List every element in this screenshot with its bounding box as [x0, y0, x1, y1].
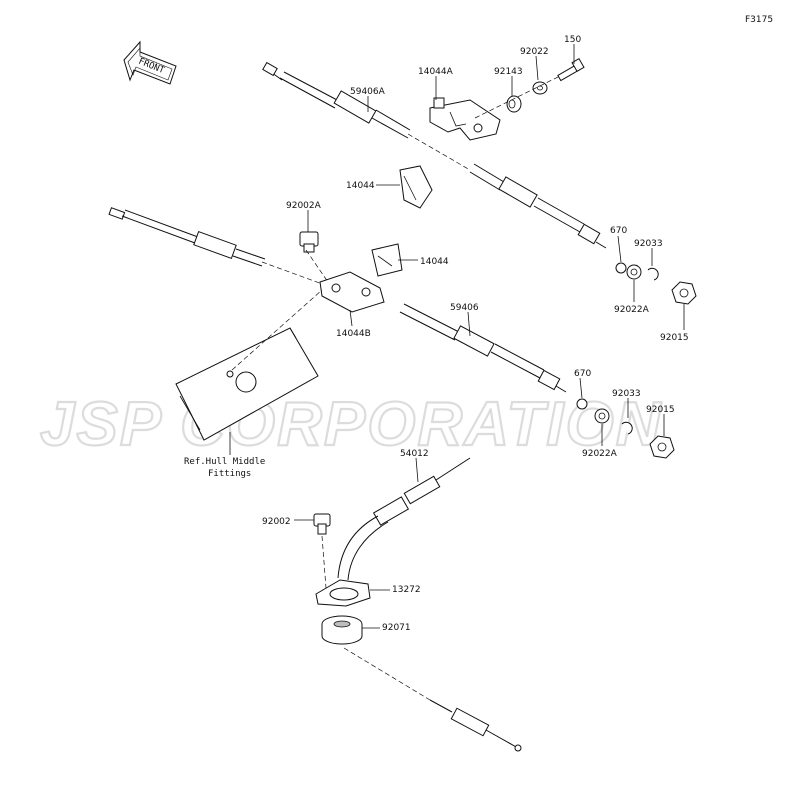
label-59406A: 59406A [350, 87, 386, 97]
label-14044-mid: 14044 [420, 257, 449, 267]
clamp-14044-top [399, 165, 433, 209]
front-arrow-icon: FRONT [123, 40, 177, 85]
bolt-92002A [299, 231, 319, 253]
washer-92022A-b [594, 408, 610, 424]
washer-92022 [532, 81, 548, 95]
label-92143: 92143 [494, 67, 523, 77]
hull-panel [175, 289, 323, 455]
bolt-150 [557, 57, 585, 82]
diagram-code: F3175 [745, 15, 773, 25]
label-92022A-b: 92022A [582, 449, 618, 459]
spacer-92143 [506, 95, 522, 113]
label-13272: 13272 [392, 585, 421, 595]
label-92015-b: 92015 [646, 405, 675, 415]
ref-note-line2: Fittings [208, 469, 251, 479]
clamp-14044-mid [371, 243, 403, 277]
bolt-92002 [313, 513, 331, 535]
label-54012: 54012 [400, 449, 429, 459]
cable-end-lower [429, 699, 522, 752]
ref-note-line1: Ref.Hull Middle [184, 457, 265, 467]
clip-92033-b [621, 421, 633, 435]
label-92015-a: 92015 [660, 333, 689, 343]
label-92071: 92071 [382, 623, 411, 633]
label-92002: 92002 [262, 517, 291, 527]
label-59406: 59406 [450, 303, 479, 313]
washer-92022A-a [626, 264, 642, 280]
label-150: 150 [564, 35, 581, 45]
ring-670-b [576, 398, 588, 410]
label-92002A: 92002A [286, 201, 322, 211]
cable-54012 [337, 457, 471, 581]
bracket-14044A [429, 97, 501, 141]
nut-92015-b [649, 435, 675, 459]
label-92033-b: 92033 [612, 389, 641, 399]
label-14044A: 14044A [418, 67, 454, 77]
label-670-a: 670 [610, 226, 627, 236]
label-670-b: 670 [574, 369, 591, 379]
watermark-text: JSP CORPORATION [40, 390, 663, 459]
clip-92033-a [647, 267, 659, 281]
label-14044B: 14044B [336, 329, 371, 339]
cable-59406 [108, 207, 567, 393]
cable-59406A [262, 61, 607, 249]
ring-670-a [615, 262, 627, 274]
grommet-92071 [321, 615, 363, 645]
labels: 150 92022 92143 14044A 59406A 14044 9200… [184, 35, 689, 633]
nut-92015-a [671, 281, 697, 305]
label-14044-top: 14044 [346, 181, 375, 191]
bracket-14044B [319, 271, 385, 313]
plate-13272 [315, 579, 371, 607]
label-92022A-a: 92022A [614, 305, 650, 315]
label-92033-a: 92033 [634, 239, 663, 249]
label-92022: 92022 [520, 47, 549, 57]
